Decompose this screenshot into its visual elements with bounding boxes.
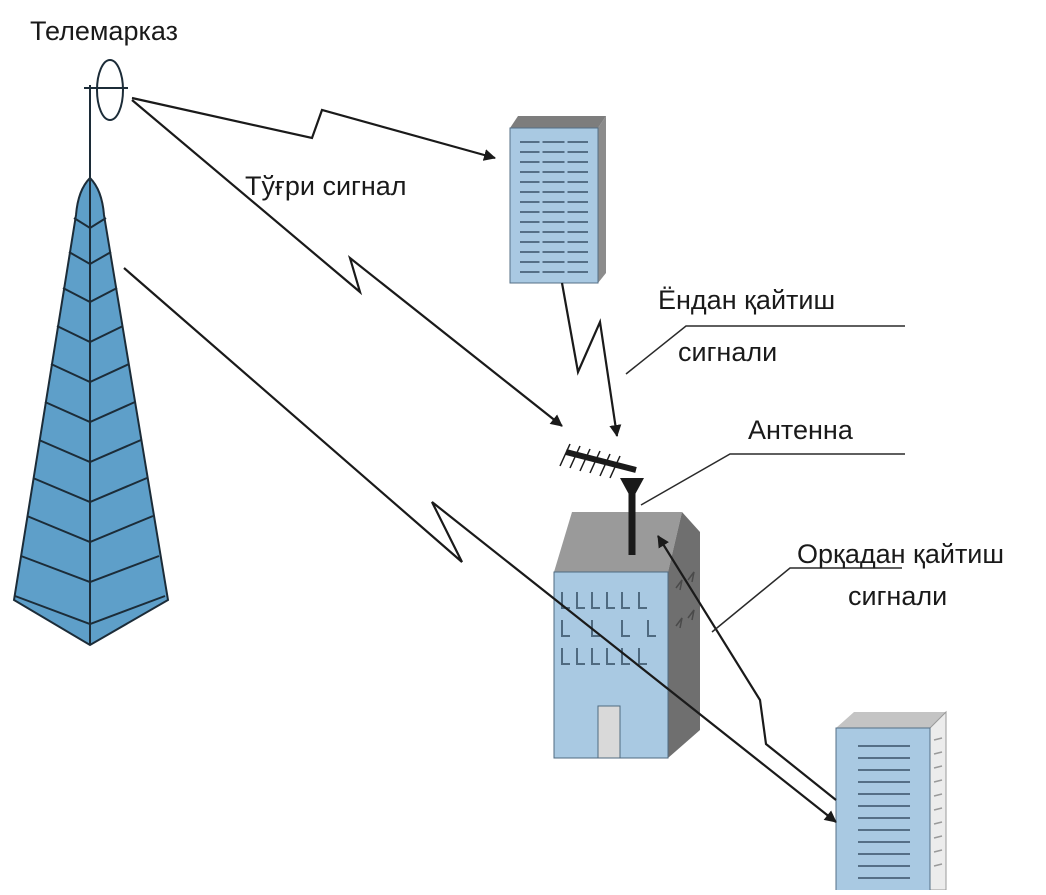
reflecting-building-bottom <box>835 710 947 895</box>
building-bottom-windows <box>858 745 910 879</box>
side-reflection-signal-path <box>560 282 622 437</box>
antenna-leader <box>640 453 905 506</box>
receiving-building-door <box>597 705 621 759</box>
antenna-label: Антенна <box>748 415 853 445</box>
building-bottom-side-windows <box>933 737 943 867</box>
back-reflection-label-line2: сигнали <box>848 581 948 611</box>
receiving-building-roof <box>554 512 682 572</box>
building-bottom-roof <box>836 712 946 728</box>
side-reflection-leader <box>625 325 905 375</box>
receiving-building-side-windows <box>675 571 695 629</box>
building-top-window-gaps <box>539 138 568 276</box>
signal-to-building-top <box>131 96 496 161</box>
tv-antenna-icon <box>559 443 644 555</box>
side-reflection-label-line1: Ёндан қайтиш <box>658 285 836 315</box>
side-reflection-label-line2: сигнали <box>678 337 778 367</box>
tower-lattice <box>14 180 166 645</box>
back-reflection-leader <box>711 567 902 633</box>
back-reflection-signal-path <box>657 535 837 801</box>
direct-signal-path <box>131 99 563 427</box>
receiving-building <box>553 443 700 759</box>
building-top-windows <box>520 141 588 273</box>
building-top-front <box>509 127 599 284</box>
receiving-building-windows <box>561 592 656 665</box>
building-top-side <box>598 116 606 283</box>
telecenter-label: Телемарказ <box>30 16 178 46</box>
back-reflection-label-line1: Орқадан қайтиш <box>797 539 1005 569</box>
reflecting-building-top <box>509 116 606 284</box>
transmitter-ring-icon <box>96 59 124 121</box>
signal-paths <box>123 96 837 823</box>
leader-lines <box>625 325 905 633</box>
signal-to-building-bottom <box>123 267 837 823</box>
transmission-tower <box>12 59 170 647</box>
direct-signal-label: Тўғри сигнал <box>245 171 407 201</box>
building-top-roof <box>510 116 606 128</box>
